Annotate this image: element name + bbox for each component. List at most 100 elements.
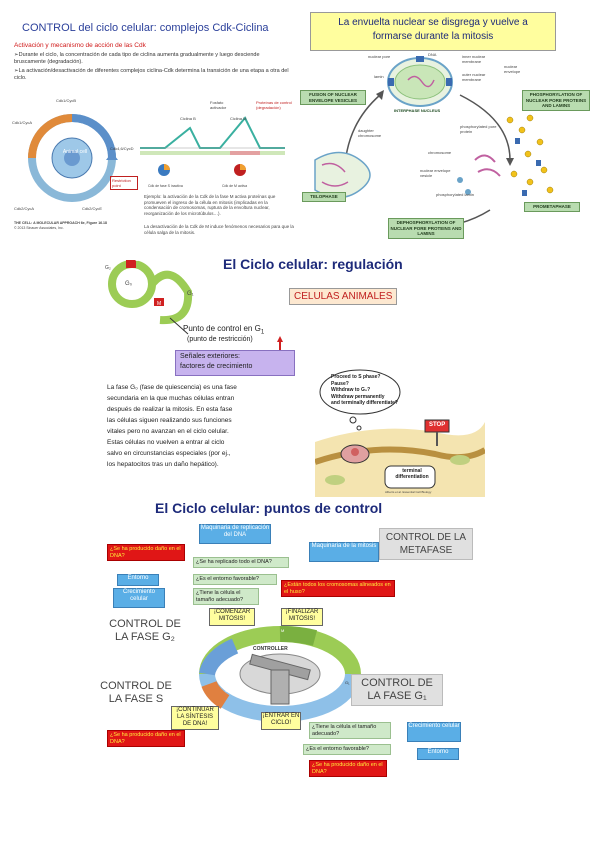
q-dna-damage-bottom: ¿Se ha producido daño en el DNA?: [309, 760, 387, 777]
q-entorno-bottom: ¿Es el entorno favorable?: [303, 744, 391, 755]
cdk-complex-icons: [158, 164, 246, 176]
panel4-title: El Ciclo celular: puntos de control: [155, 500, 383, 516]
lbl-daughter-chromosome: daughter chromosome: [358, 128, 382, 138]
phase-g0: G₀: [125, 281, 133, 287]
panel1-bullet2: ➢La activación/desactivación de diferent…: [14, 68, 289, 81]
checkpoint-label: Punto de control en G1: [183, 324, 264, 336]
continuar-sintesis: ¡CONTINUAR LA SÍNTESIS DE DNA!: [171, 706, 219, 730]
comenzar-mitosis: ¡COMENZAR MITOSIS!: [209, 608, 255, 626]
panel1-bullet1: ➢Durante el ciclo, la concentración de c…: [14, 52, 260, 65]
g0-line-7: salvo en circunstancias especiales (por …: [107, 450, 231, 457]
q-chromosomes-aligned: ¿Están todos los cromosomas alineados en…: [281, 580, 395, 597]
g0-line-6: Estas células no vuelven a entrar al cic…: [107, 439, 225, 446]
panel1-title: CONTROL del ciclo celular: complejos Cdk…: [22, 22, 269, 34]
cell-cycle-controller: [199, 625, 361, 722]
g0-line-3: después de realizar la mitosis. En esta …: [107, 406, 233, 413]
crecimiento-box-bottom: Crecimiento celular: [407, 722, 461, 742]
panel2-title-box: La envuelta nuclear se disgrega y vuelve…: [310, 12, 556, 51]
g0-line-5: vitales pero no avanzan en el ciclo celu…: [107, 428, 229, 435]
lbl-phosphorylated-lamin: phosphorylated lamin: [436, 192, 475, 197]
cartoon-credit: Alberts et al. Essential Cell Biology: [385, 490, 432, 494]
g0-line-1: La fase G₀ (fase de quiescencia) es una …: [107, 384, 237, 391]
phase-g2: G₂: [105, 265, 111, 271]
g0-line-2: secundaria en la que muchas células entr…: [107, 395, 235, 402]
complex-cdk2-cyce: Cdk2/CycE: [82, 206, 103, 211]
entorno-box-top: Entorno: [117, 574, 159, 586]
complex-cdk1-cycb: Cdk1/CycB: [56, 98, 77, 103]
panel1-subtitle: Activación y mecanismo de acción de las …: [14, 42, 146, 49]
lbl-chromosome: chromosome: [428, 150, 452, 155]
replication-machinery: Maquinaria de replicación del DNA: [199, 524, 271, 544]
wheel-g2: G₂: [207, 640, 212, 645]
cdk-active-label: Cdk de M activa: [222, 184, 248, 188]
box-dephosphorylation: DEPHOSPHORYLATION OF NUCLEAR PORE PROTEI…: [388, 218, 464, 239]
bubble-line-2: Pause?: [331, 380, 349, 387]
lbl-inner-membrane: inner nuclear membrane: [462, 54, 486, 64]
terminal-differentiation: terminal differentiation: [395, 468, 429, 480]
finalizar-mitosis: ¡FINALIZAR MITOSIS!: [281, 608, 323, 626]
celulas-animales-label: CELULAS ANIMALES: [289, 288, 398, 305]
entrar-ciclo: ¡ENTRAR EN CICLO!: [261, 712, 301, 730]
signals-line2: factores de crecimiento: [180, 363, 253, 370]
lbl-interphase: INTERPHASE NUCLEUS: [394, 108, 441, 113]
control-s: CONTROL DE LA FASE S: [100, 680, 172, 705]
control-g2: CONTROL DE LA FASE G₂: [109, 618, 181, 643]
external-signals-box: Señales exteriores: factores de crecimie…: [175, 350, 295, 376]
control-g1: CONTROL DE LA FASE G₁: [351, 674, 443, 706]
cdk-inactive-label: Cdk de fase S inactiva: [148, 184, 183, 188]
phase-m: M: [157, 301, 162, 307]
red-arrow-stem: [279, 342, 281, 350]
panel-cdk-ciclina: CONTROL del ciclo celular: complejos Cdk…: [10, 18, 295, 243]
bubble-line-1: Proceed to S phase?: [331, 374, 381, 380]
figure-source: THE CELL: A MOLECULAR APPROACH 6e, Figur…: [14, 221, 107, 225]
ciclina-m-label: Ciclina M: [230, 116, 247, 121]
panel2-title-line1: La envuelta nuclear se disgrega y vuelve…: [338, 17, 528, 28]
lbl-lamin: lamin: [374, 74, 384, 79]
box-telophase: TELOPHASE: [302, 192, 346, 202]
controller-label: CONTROLLER: [253, 646, 288, 652]
q-entorno-top: ¿Es el entorno favorable?: [193, 574, 277, 585]
box-prometaphase: PROMETAPHASE: [524, 202, 580, 212]
complex-cdk1-cyca: Cdk1/CycA: [12, 120, 33, 125]
proteinas-label: Proteínas de control (degradación): [256, 100, 292, 110]
cyclin-graph: [140, 116, 285, 155]
panel-nuclear-envelope: La envuelta nuclear se disgrega y vuelve…: [300, 10, 590, 245]
panel-puntos-control: El Ciclo celular: puntos de control Maqu…: [95, 500, 485, 800]
g0-line-8: los hepatocitos tras un daño hepático).: [107, 461, 219, 468]
lbl-phosphorylated-pore: phosphorylated pore protein: [460, 124, 497, 134]
red-up-arrow: [277, 336, 283, 342]
checkpoint-text: Punto de control en G: [183, 324, 261, 333]
complex-cdk2-cyca: Cdk2/CycA: [14, 206, 35, 211]
box-fusion: FUSION OF NUCLEAR ENVELOPE VESICLES: [300, 90, 366, 105]
wheel-s: S: [225, 688, 228, 693]
mitosis-machinery: Maquinaria de la mitosis: [309, 542, 379, 562]
g0-paragraph: La fase G₀ (fase de quiescencia) es una …: [107, 382, 287, 470]
q-dna-damage-top: ¿Se ha producido daño en el DNA?: [107, 544, 185, 561]
checkpoint-sub: 1: [260, 329, 265, 336]
g0-line-4: las células siguen realizando sus funcio…: [107, 417, 232, 424]
signals-line1: Señales exteriores:: [180, 353, 240, 360]
panel2-title-line2: formarse durante la mitosis: [372, 31, 494, 42]
g0-cycle-diagram: [108, 260, 193, 335]
example-text: Ejemplo: la activación de la Cdk de la f…: [144, 194, 276, 216]
panel3-title: El Ciclo celular: regulación: [223, 256, 403, 272]
decision-cartoon: [315, 369, 485, 497]
ciclina-b-label: Ciclina B: [180, 116, 196, 121]
q-dna-replicated: ¿Se ha replicado todo el DNA?: [193, 557, 289, 568]
wheel-g1: G₁: [345, 680, 350, 685]
bubble-line-5: and terminally differentiate?: [331, 400, 398, 406]
fosfato-label: Fosfato activador: [210, 100, 227, 110]
panel-regulacion: G₀ G₁ S G₂ M El Ciclo celular: regulació…: [95, 252, 505, 502]
phase-s: S: [135, 257, 139, 263]
box-phosphorylation: PHOSPHORYLATION OF NUCLEAR PORE PROTEINS…: [522, 90, 590, 111]
lbl-outer-membrane: outer nuclear membrane: [462, 72, 486, 82]
phase-g1: G₁: [187, 291, 194, 297]
lbl-nuclear-envelope: nuclear envelope: [504, 64, 521, 74]
complex-cdk46-cycd: Cdk4,6/CycD: [110, 146, 134, 151]
restriction-point-text: (punto de restricción): [187, 336, 253, 343]
cell-cycle-cdk-diagram: [28, 114, 118, 202]
lbl-dna: DNA: [428, 52, 437, 57]
q-dna-damage-left: ¿Se ha producido daño en el DNA?: [107, 730, 185, 747]
lbl-envelope-vesicle: nuclear envelope vesicle: [420, 168, 451, 178]
entorno-box-bottom: Entorno: [417, 748, 459, 760]
